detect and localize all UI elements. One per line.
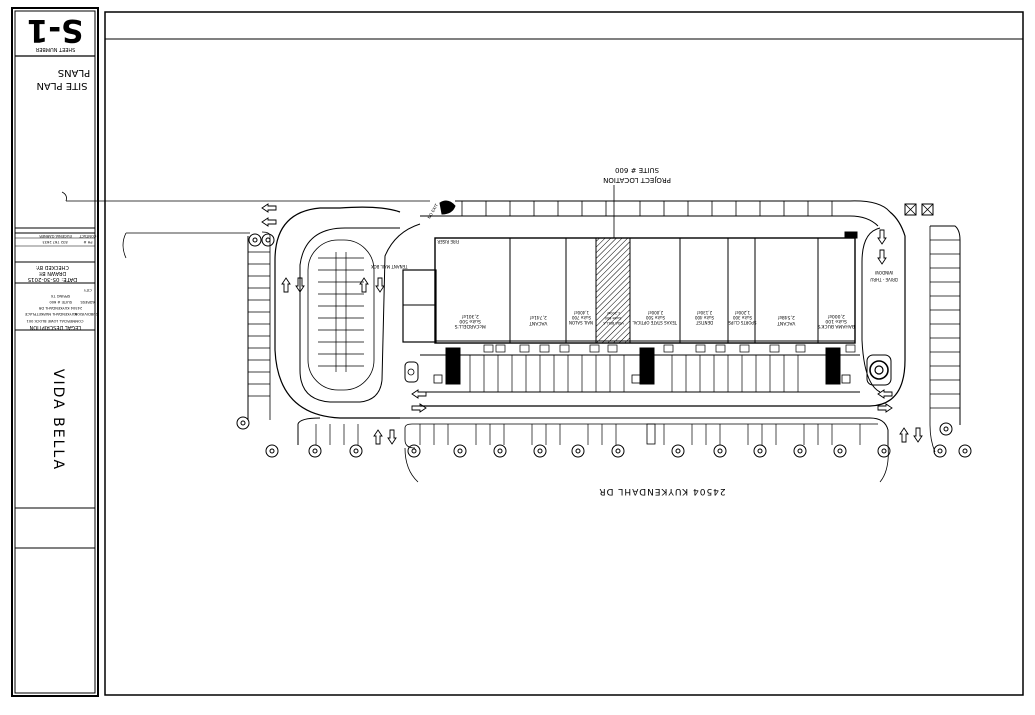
vida-bella-suite bbox=[595, 237, 631, 344]
city-value: SPRING TX bbox=[50, 294, 70, 298]
unit-3-suite: Suite 700 bbox=[571, 315, 591, 320]
unit-2-area: 2,741sf bbox=[530, 314, 547, 320]
no-exit-label: NO EXIT bbox=[426, 202, 439, 219]
phone-number: 832 767 2633 bbox=[42, 240, 67, 244]
unit-8-area: 2,548sf bbox=[778, 314, 795, 320]
address-label: ADRESS bbox=[80, 300, 95, 304]
sheet-title-line2: PLANS bbox=[58, 67, 91, 78]
drawing-frame bbox=[104, 11, 1024, 696]
fire-riser-label: FIRE RISER bbox=[437, 239, 459, 244]
unit-9-tenant: BAHAMA BUCK'S bbox=[817, 323, 855, 329]
contact-header: CONTACT bbox=[78, 234, 96, 238]
address-value: 24504 KUYKENDAHL DR bbox=[38, 306, 82, 310]
unit-7-tenant: SPORTS CLIPS bbox=[728, 320, 756, 325]
landscape-trees bbox=[236, 233, 972, 458]
traffic-arrows bbox=[261, 203, 923, 445]
unit-2-tenant: VACANT bbox=[529, 320, 547, 326]
commercial-reserve: COMMERCIAL LOWE BLOCK 001 bbox=[26, 319, 83, 323]
unit-5-tenant: TEXAS STATE OPTICAL bbox=[632, 320, 678, 325]
tenant-mail-box-label: TENANT MAIL BOX bbox=[371, 264, 409, 269]
unit-6-suite: Suite 400 bbox=[694, 315, 714, 320]
street-label: 24504 KUYKENDAHL DR bbox=[598, 486, 725, 496]
unit-1-tenant: McCARDELL'S bbox=[454, 323, 485, 329]
unit-6-tenant: DENTIST bbox=[695, 320, 713, 325]
unit-7-suite: Suite 300 bbox=[732, 315, 752, 320]
unit-3-area: 1,400sf bbox=[574, 310, 590, 315]
project-name: VIDA BELLA bbox=[50, 369, 66, 471]
drawn-by: DRAWN BY: bbox=[38, 270, 66, 276]
sheet-number: S-1 bbox=[27, 12, 84, 48]
unit-8-tenant: VACANT bbox=[777, 320, 795, 326]
unit-7-area: 1,200sf bbox=[735, 310, 751, 315]
subdivision-value: KUYKENDAHL MARKETPLACE bbox=[24, 312, 76, 316]
unit-labels: McCARDELL'S Suite 500 2,301sf VACANT 2,7… bbox=[454, 310, 854, 329]
site-plan bbox=[61, 185, 961, 483]
unit-5-area: 2,000sf bbox=[648, 310, 664, 315]
legal-description: LEGAL DESCRIPTION bbox=[29, 324, 81, 330]
window-label: WINDOW bbox=[875, 270, 893, 275]
checked-by: CHECKED BY: bbox=[35, 264, 68, 270]
unit-4-suite: Suite 600 bbox=[605, 316, 622, 320]
sheet-number-label: SHEET NUMBER bbox=[35, 46, 75, 52]
unit-1-area: 2,301sf bbox=[462, 313, 479, 319]
unit-9-area: 2,000sf bbox=[828, 313, 845, 319]
unit-1-suite: Suite 500 bbox=[459, 318, 481, 324]
unit-6-area: 2,130sf bbox=[697, 310, 713, 315]
unit-5-suite: Suite 500 bbox=[645, 315, 665, 320]
contact-name: EUGENIA GARNER bbox=[39, 234, 72, 238]
subdivision-label: SUBDIVISION bbox=[74, 312, 98, 316]
sheet-title-line1: SITE PLAN bbox=[36, 80, 87, 91]
project-location-suite: SUITE # 600 bbox=[615, 166, 659, 174]
retail-building bbox=[434, 237, 856, 344]
project-location-label: PROJECT LOCATION bbox=[603, 176, 671, 184]
unit-3-tenant: NAIL SALON bbox=[569, 320, 593, 325]
suite-value: SUITE # 600 bbox=[49, 300, 72, 304]
date: DATE: 05-30-2015 bbox=[27, 276, 77, 282]
title-block bbox=[11, 7, 99, 697]
unit-4-tenant: VIDA BELLA bbox=[603, 321, 624, 325]
unit-4-area: 1,200sf bbox=[606, 311, 620, 315]
drive-thru-label: DRIVE - THRU bbox=[870, 277, 898, 282]
unit-9-suite: Suite 100 bbox=[825, 318, 847, 324]
phone-header: PH # bbox=[83, 240, 92, 244]
city-label: CITY bbox=[83, 288, 92, 292]
